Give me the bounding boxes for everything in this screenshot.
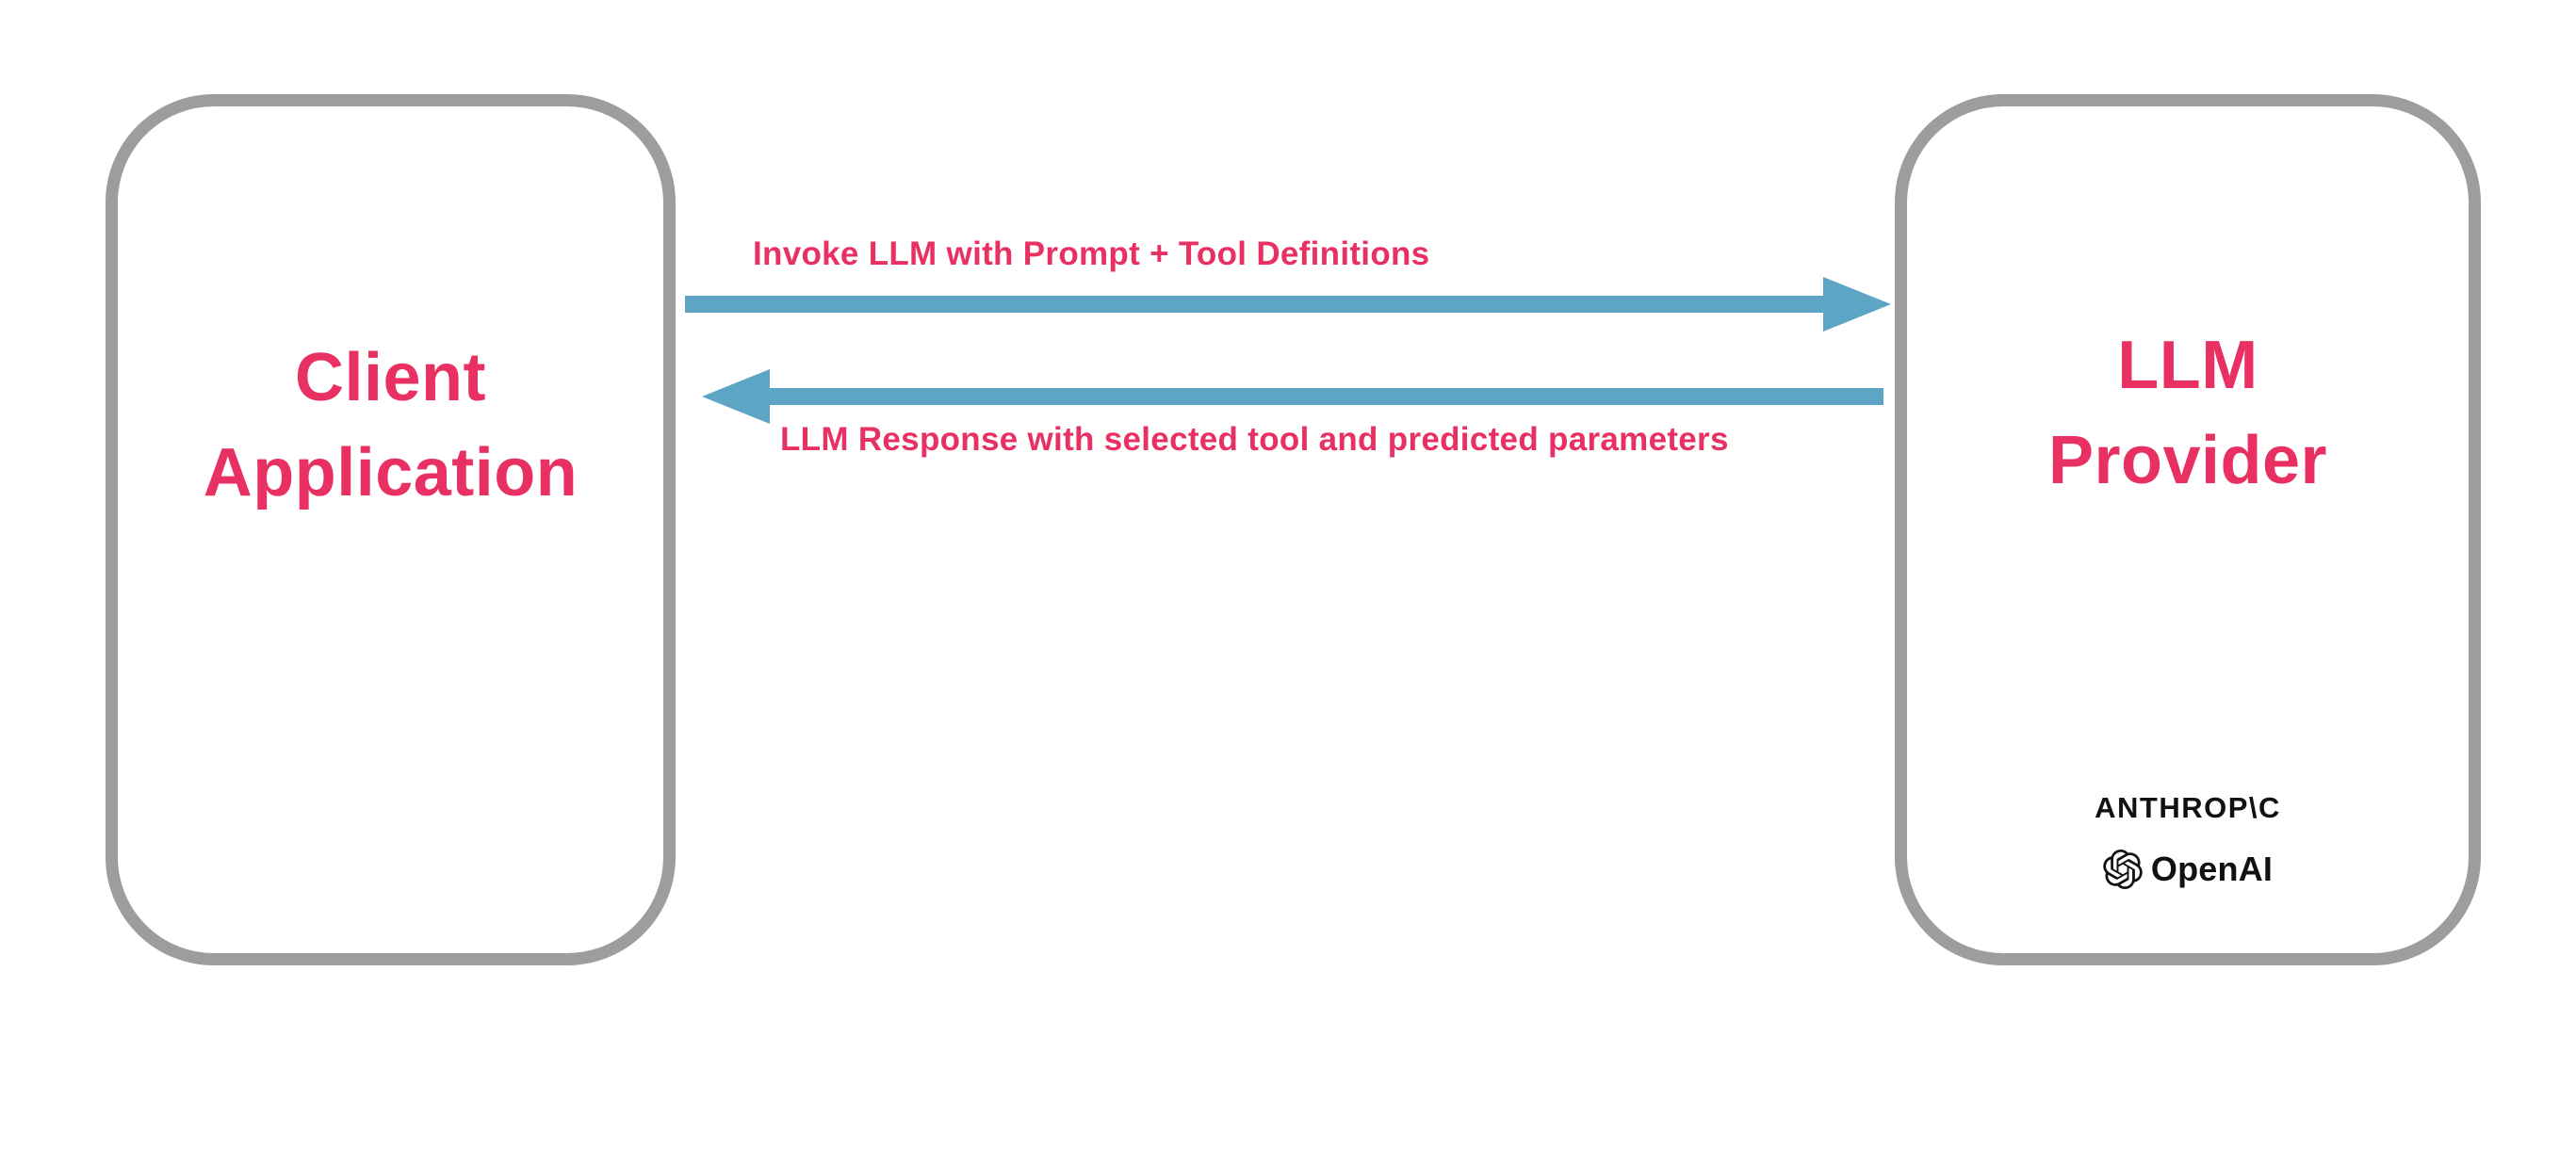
openai-logo: OpenAI — [2103, 850, 2273, 889]
provider-title-line2: Provider — [2047, 423, 2328, 498]
llm-provider-title: LLM Provider — [1907, 318, 2469, 509]
provider-title-line1: LLM — [2117, 328, 2258, 403]
openai-icon — [2103, 850, 2143, 889]
client-title-line1: Client — [294, 340, 486, 415]
anthropic-logo: ANTHROP\C — [2095, 791, 2281, 824]
openai-wordmark: OpenAI — [2150, 850, 2274, 888]
provider-logo-stack: ANTHROP\C OpenAI — [1907, 791, 2469, 889]
client-title-line2: Application — [203, 435, 579, 510]
request-arrow-label: Invoke LLM with Prompt + Tool Definition… — [753, 235, 1430, 272]
request-arrow — [685, 277, 1891, 332]
llm-provider-box: LLM Provider ANTHROP\C OpenAI — [1895, 94, 2481, 965]
response-arrow-label: LLM Response with selected tool and pred… — [780, 421, 1729, 458]
arrows-layer — [685, 277, 1891, 424]
client-application-box: Client Application — [106, 94, 676, 965]
client-application-title: Client Application — [118, 331, 663, 521]
response-arrow — [702, 369, 1883, 424]
